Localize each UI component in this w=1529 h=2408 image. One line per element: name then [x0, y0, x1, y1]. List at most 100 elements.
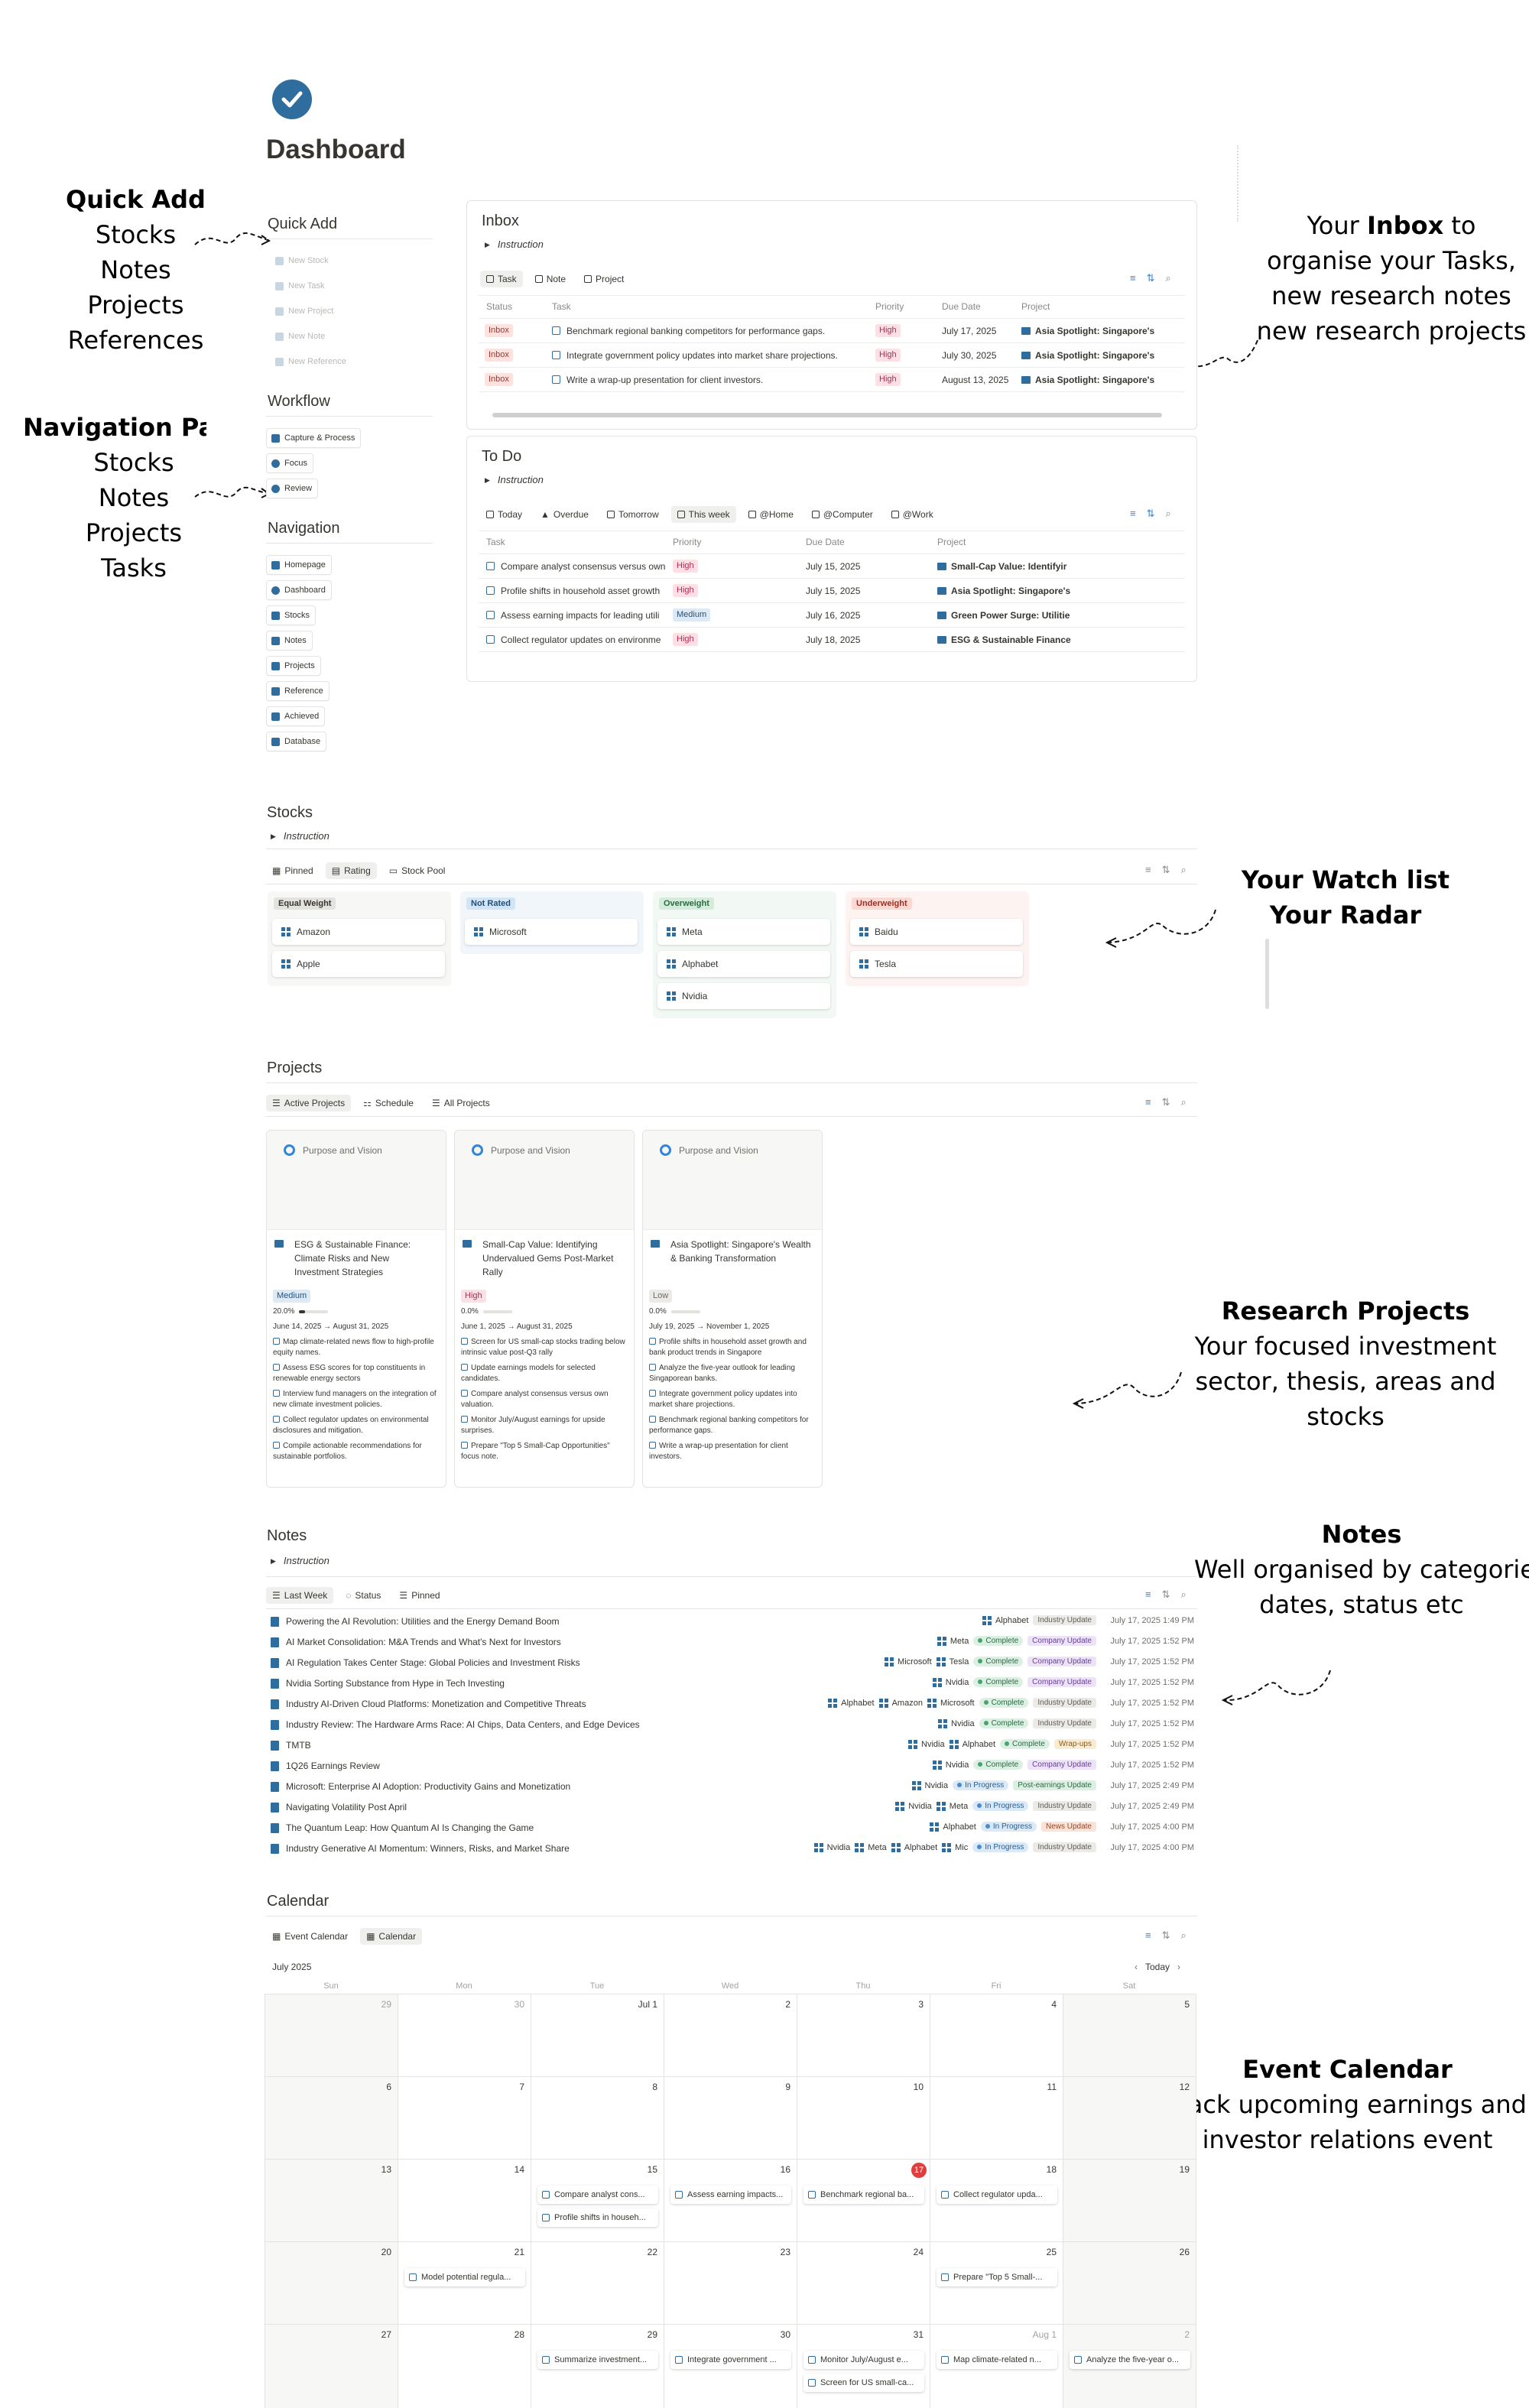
project-title[interactable]: Small-Cap Value: Identifying Undervalued… [463, 1238, 623, 1279]
new-note-button[interactable]: New Note [271, 326, 331, 346]
tab-schedule[interactable]: ⚏Schedule [363, 1098, 414, 1108]
calendar-day[interactable]: 24 [797, 2242, 930, 2325]
chevron-right-icon[interactable]: › [1177, 1962, 1181, 1972]
sort-icon[interactable]: ⇅ [1161, 1589, 1170, 1600]
tab-active-projects[interactable]: ☰Active Projects [266, 1095, 352, 1112]
project-link[interactable]: ESG & Sustainable Finance [951, 634, 1071, 645]
tab-computer[interactable]: @Computer [806, 506, 879, 523]
project-card[interactable]: Purpose and Vision ESG & Sustainable Fin… [266, 1130, 446, 1488]
chevron-left-icon[interactable]: ‹ [1135, 1962, 1138, 1972]
calendar-event[interactable]: Monitor July/August e... [803, 2351, 924, 2369]
calendar-day[interactable]: 6 [265, 2077, 398, 2160]
horizontal-scrollbar[interactable] [492, 413, 1162, 417]
calendar-event[interactable]: Assess earning impacts... [670, 2186, 791, 2204]
calendar-day[interactable]: 27 [265, 2325, 398, 2408]
calendar-day[interactable]: 8 [531, 2077, 664, 2160]
note-row[interactable]: Nvidia Sorting Substance from Hype in Te… [269, 1673, 1194, 1694]
project-title[interactable]: ESG & Sustainable Finance: Climate Risks… [274, 1238, 435, 1279]
note-title[interactable]: Powering the AI Revolution: Utilities an… [286, 1616, 560, 1627]
tab-calendar[interactable]: ▦Calendar [360, 1928, 423, 1945]
calendar-day[interactable]: 20 [265, 2242, 398, 2325]
tab-project[interactable]: Project [578, 271, 630, 287]
note-row[interactable]: Industry Review: The Hardware Arms Race:… [269, 1715, 1194, 1735]
nav-achieved[interactable]: Achieved [266, 706, 326, 726]
nav-database[interactable]: Database [266, 732, 327, 751]
sort-icon[interactable]: ⇅ [1161, 1929, 1170, 1941]
tab-note[interactable]: Note [529, 271, 572, 287]
note-title[interactable]: Industry AI-Driven Cloud Platforms: Mone… [286, 1699, 586, 1709]
company-tag[interactable]: Nvidia [938, 1718, 975, 1728]
scrollbar[interactable] [1265, 939, 1269, 1009]
filter-icon[interactable]: ≡ [1145, 1096, 1151, 1108]
calendar-event[interactable]: Collect regulator upda... [937, 2186, 1057, 2204]
tab-home[interactable]: @Home [742, 506, 800, 523]
note-title[interactable]: Industry Generative AI Momentum: Winners… [286, 1843, 570, 1854]
company-tag[interactable]: Nvidia [813, 1842, 850, 1852]
tab-work[interactable]: @Work [885, 506, 940, 523]
company-tag[interactable]: Nvidia [911, 1780, 948, 1790]
note-title[interactable]: Nvidia Sorting Substance from Hype in Te… [286, 1678, 505, 1689]
checkbox-icon[interactable] [486, 586, 495, 595]
filter-icon[interactable]: ≡ [1130, 508, 1136, 519]
note-title[interactable]: AI Regulation Takes Center Stage: Global… [286, 1657, 580, 1668]
nav-stocks[interactable]: Stocks [266, 605, 317, 625]
calendar-event[interactable]: Prepare "Top 5 Small-... [937, 2268, 1057, 2286]
filter-icon[interactable]: ≡ [1130, 272, 1136, 284]
calendar-event[interactable]: Compare analyst cons... [537, 2186, 658, 2204]
note-row[interactable]: Industry AI-Driven Cloud Platforms: Mone… [269, 1694, 1194, 1715]
calendar-day[interactable]: 11 [930, 2077, 1063, 2160]
todo-instruction-toggle[interactable]: Instruction [485, 474, 544, 485]
note-title[interactable]: 1Q26 Earnings Review [286, 1761, 380, 1771]
today-button[interactable]: Today [1145, 1962, 1170, 1972]
calendar-day[interactable]: Jul 1 [531, 1994, 664, 2077]
project-link[interactable]: Asia Spotlight: Singapore's [1035, 375, 1155, 385]
calendar-day[interactable]: 5 [1063, 1994, 1196, 2077]
calendar-day[interactable]: 12 [1063, 2077, 1196, 2160]
nav-homepage[interactable]: Homepage [266, 555, 332, 575]
filter-icon[interactable]: ≡ [1145, 1929, 1151, 1941]
new-task-button[interactable]: New Task [271, 276, 330, 296]
new-stock-button[interactable]: New Stock [271, 251, 334, 271]
checkbox-icon[interactable] [486, 635, 495, 644]
calendar-event[interactable]: Integrate government ... [670, 2351, 791, 2369]
company-tag[interactable]: Alphabet [949, 1739, 995, 1749]
company-tag[interactable]: Microsoft [885, 1657, 932, 1666]
tab-today[interactable]: Today [480, 506, 528, 523]
project-link[interactable]: Asia Spotlight: Singapore's [1035, 326, 1155, 336]
note-row[interactable]: Industry Generative AI Momentum: Winners… [269, 1838, 1194, 1859]
search-icon[interactable]: ⌕ [1165, 508, 1171, 519]
project-link[interactable]: Green Power Surge: Utilitie [951, 610, 1070, 621]
calendar-event[interactable]: Summarize investment... [537, 2351, 658, 2369]
tab-last-week[interactable]: ☰Last Week [266, 1587, 334, 1604]
search-icon[interactable]: ⌕ [1180, 1929, 1187, 1941]
tab-status[interactable]: ◌Status [346, 1590, 381, 1601]
company-tag[interactable]: Alphabet [828, 1698, 875, 1708]
nav-dashboard[interactable]: Dashboard [266, 580, 332, 600]
tab-stock-pool[interactable]: ▭Stock Pool [388, 865, 446, 876]
notes-instruction-toggle[interactable]: Instruction [271, 1555, 329, 1566]
note-row[interactable]: Powering the AI Revolution: Utilities an… [269, 1611, 1194, 1632]
note-row[interactable]: AI Market Consolidation: M&A Trends and … [269, 1632, 1194, 1653]
company-tag[interactable]: Meta [936, 1801, 968, 1811]
calendar-day[interactable]: 3 [797, 1994, 930, 2077]
review-button[interactable]: Review [266, 479, 319, 498]
calendar-day[interactable]: 9 [664, 2077, 797, 2160]
tab-task[interactable]: Task [480, 271, 523, 287]
stock-card[interactable]: Nvidia [657, 983, 830, 1009]
project-card[interactable]: Purpose and Vision Asia Spotlight: Singa… [642, 1130, 823, 1488]
note-title[interactable]: Navigating Volatility Post April [286, 1802, 407, 1812]
tab-all-projects[interactable]: ☰All Projects [431, 1098, 490, 1108]
calendar-day[interactable]: 28 [398, 2325, 531, 2408]
company-tag[interactable]: Nvidia [908, 1739, 945, 1749]
search-icon[interactable]: ⌕ [1180, 1589, 1187, 1600]
tab-pinned[interactable]: ▦Pinned [272, 865, 313, 876]
